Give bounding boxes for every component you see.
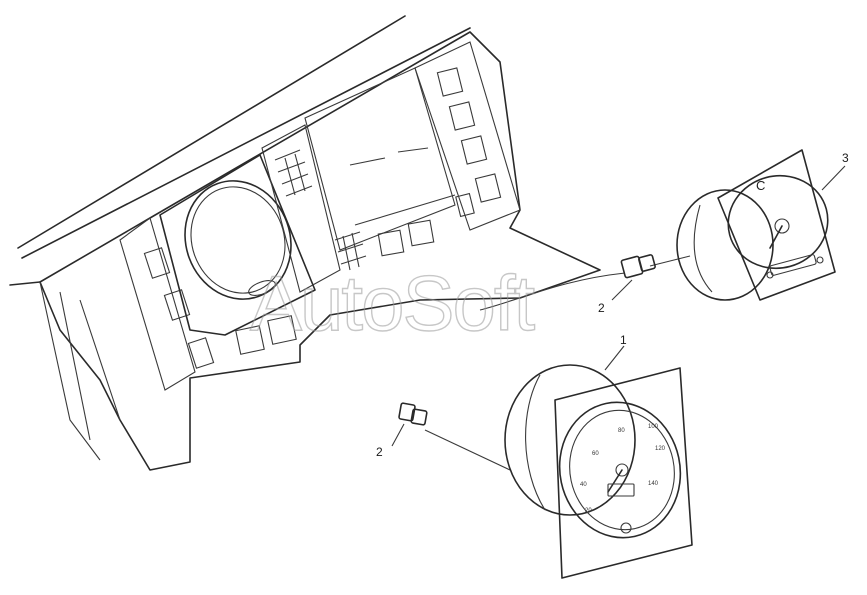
callout-1: 1 — [620, 333, 627, 347]
scale-tick-60: 60 — [592, 451, 599, 457]
bulb-socket-upper — [611, 254, 656, 301]
speedometer: 20 40 60 80 100 120 140 — [504, 364, 693, 579]
dashboard-panel — [9, 15, 601, 471]
temp-mark-text: C — [756, 178, 765, 193]
speedometer-scale: 20 40 60 80 100 120 140 — [580, 424, 666, 514]
scale-tick-140: 140 — [648, 481, 659, 487]
callouts: 1 2 2 3 — [376, 151, 849, 459]
callout-3: 3 — [842, 151, 849, 165]
scale-tick-20: 20 — [585, 508, 592, 514]
scale-tick-80: 80 — [618, 428, 625, 434]
scale-tick-40: 40 — [580, 482, 587, 488]
callout-2-upper: 2 — [598, 301, 605, 315]
scale-tick-100: 100 — [648, 424, 659, 430]
scale-tick-120: 120 — [655, 446, 666, 452]
callout-2-lower: 2 — [376, 445, 383, 459]
bulb-socket-lower — [391, 402, 428, 447]
temperature-gauge: C — [676, 149, 836, 301]
wiring-leads — [424, 255, 691, 471]
watermark-text: AutoSoft — [250, 259, 536, 347]
